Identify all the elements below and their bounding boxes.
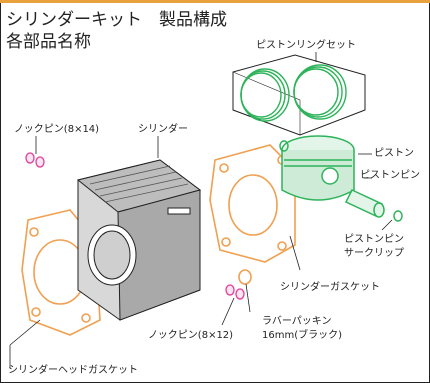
label-rubber-packing-line1: ラバーパッキン — [262, 316, 332, 327]
piston-pin-illustration — [344, 189, 385, 218]
leader-lines — [9, 52, 393, 368]
label-cylinder: シリンダー — [138, 124, 188, 135]
label-head-gasket: シリンダーヘッドガスケット — [8, 365, 138, 376]
label-knock-pin-8x12: ノックピン(8×12) — [148, 330, 234, 341]
label-knock-pin-8x14: ノックピン(8×14) — [14, 124, 100, 135]
label-piston-pin-clip-line2: サークリップ — [344, 248, 404, 259]
cylinder-gasket-illustration — [209, 144, 296, 263]
knock-pin-illustration — [25, 152, 245, 300]
page-subtitle: 各部品名称 — [6, 32, 91, 52]
label-rubber-packing-line2: 16mm(ブラック) — [262, 330, 343, 341]
piston-illustration — [281, 135, 355, 201]
label-piston: ピストン — [374, 148, 414, 159]
rubber-packing-illustration — [238, 269, 252, 285]
top-accent-bar — [0, 0, 430, 3]
label-cylinder-gasket: シリンダーガスケット — [280, 282, 380, 293]
page-title: シリンダーキット 製品構成 — [6, 10, 227, 30]
label-piston-pin: ピストンピン — [360, 170, 420, 181]
cylinder-illustration — [76, 159, 202, 321]
piston-pin-clip-illustration — [279, 140, 403, 222]
label-piston-pin-clip-line1: ピストンピン — [344, 234, 404, 245]
label-piston-ring-set: ピストンリングセット — [256, 40, 356, 51]
piston-ring-set-illustration — [232, 54, 366, 136]
